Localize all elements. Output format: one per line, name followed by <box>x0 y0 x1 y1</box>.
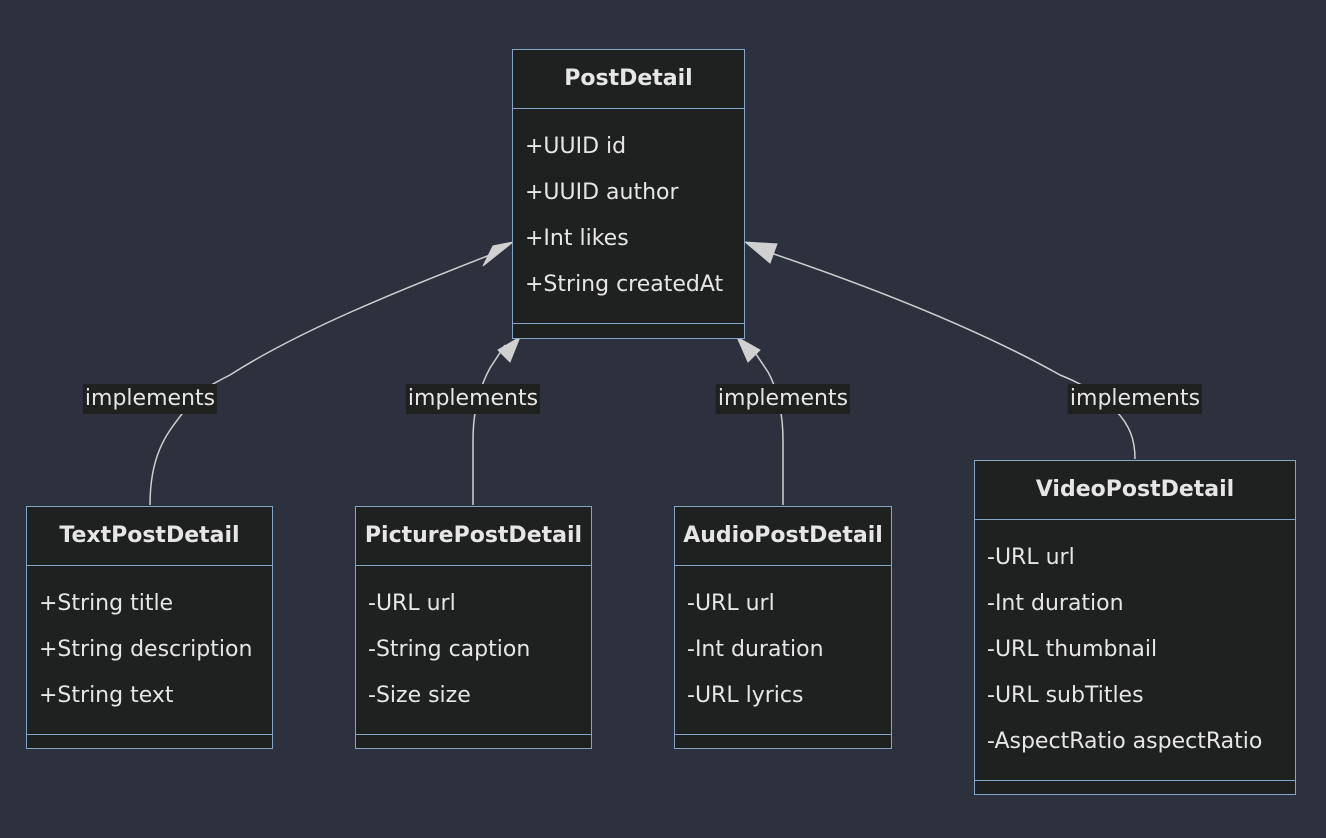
attribute: +Int likes <box>525 226 629 251</box>
edge-label-picture: implements <box>405 384 541 414</box>
attribute: -Size size <box>368 683 471 708</box>
class-methods <box>675 734 891 751</box>
attribute: -Int duration <box>987 591 1124 616</box>
class-name: TextPostDetail <box>27 507 272 566</box>
attribute: -URL url <box>368 591 456 616</box>
edge-video-implements <box>767 251 1136 460</box>
class-methods <box>27 734 272 751</box>
edge-label-video: implements <box>1067 384 1203 414</box>
edge-text-implements <box>149 252 496 506</box>
attribute: +String description <box>39 637 253 662</box>
class-attributes: +String title +String description +Strin… <box>27 566 272 734</box>
attribute: +String text <box>39 683 174 708</box>
attribute: -URL url <box>987 545 1075 570</box>
class-video-post-detail: VideoPostDetail -URL url -Int duration -… <box>974 460 1296 795</box>
class-attributes: +UUID id +UUID author +Int likes +String… <box>513 109 744 323</box>
class-text-post-detail: TextPostDetail +String title +String des… <box>26 506 273 749</box>
attribute: -AspectRatio aspectRatio <box>987 729 1263 754</box>
class-attributes: -URL url -String caption -Size size <box>356 566 591 734</box>
attribute: -URL lyrics <box>687 683 804 708</box>
class-name: AudioPostDetail <box>675 507 891 566</box>
inheritance-arrow-icon <box>743 241 778 264</box>
edge-label-audio: implements <box>715 384 851 414</box>
attribute: -URL subTitles <box>987 683 1144 708</box>
class-attributes: -URL url -Int duration -URL thumbnail -U… <box>975 520 1295 780</box>
attribute: -Int duration <box>687 637 824 662</box>
class-methods <box>356 734 591 751</box>
class-name: VideoPostDetail <box>975 461 1295 520</box>
class-picture-post-detail: PicturePostDetail -URL url -String capti… <box>355 506 592 749</box>
class-audio-post-detail: AudioPostDetail -URL url -Int duration -… <box>674 506 892 749</box>
attribute: +UUID author <box>525 180 679 205</box>
class-methods <box>513 323 744 340</box>
attribute: +String title <box>39 591 174 616</box>
class-methods <box>975 780 1295 797</box>
attribute: -URL url <box>687 591 775 616</box>
class-name: PicturePostDetail <box>356 507 591 566</box>
edge-picture-implements <box>472 344 506 505</box>
inheritance-arrow-icon <box>482 241 514 267</box>
attribute: -String caption <box>368 637 531 662</box>
class-attributes: -URL url -Int duration -URL lyrics <box>675 566 891 734</box>
attribute: +String createdAt <box>525 272 724 297</box>
edge-label-text: implements <box>82 384 218 414</box>
class-post-detail: PostDetail +UUID id +UUID author +Int li… <box>512 49 745 339</box>
class-name: PostDetail <box>513 50 744 109</box>
edge-audio-implements <box>751 347 784 505</box>
attribute: -URL thumbnail <box>987 637 1158 662</box>
inheritance-arrow-icon <box>497 335 522 363</box>
attribute: +UUID id <box>525 134 627 159</box>
inheritance-arrow-icon <box>735 335 761 363</box>
